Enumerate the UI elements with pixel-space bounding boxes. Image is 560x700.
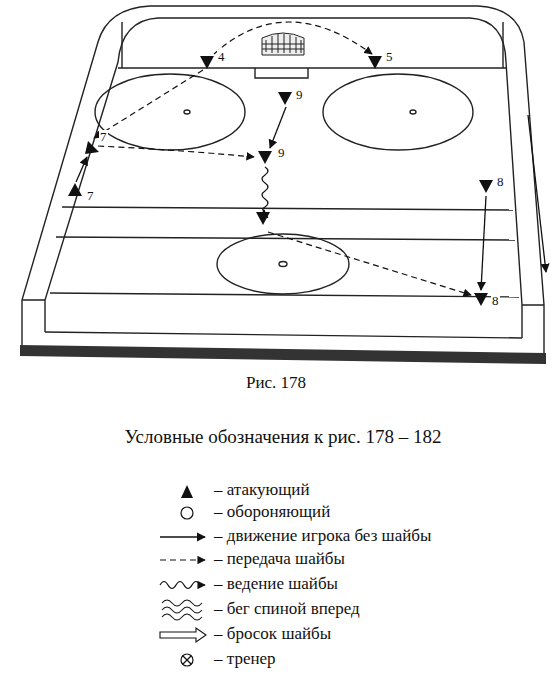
legend-symbols bbox=[160, 485, 206, 666]
legend-text: – атакующий bbox=[214, 481, 310, 500]
player-number: 7 bbox=[99, 130, 108, 144]
legend-heading: Условные обозначения к рис. 178 – 182 bbox=[124, 427, 441, 448]
legend-text: – бросок шайбы bbox=[214, 625, 331, 644]
legend-text: – бег спиной вперед bbox=[214, 600, 360, 619]
legend-text: – передача шайбы bbox=[214, 550, 345, 569]
player-number: 8 bbox=[491, 294, 500, 308]
player-number: 4 bbox=[217, 50, 226, 64]
player-number: 5 bbox=[385, 50, 394, 64]
figure-caption: Рис. 178 bbox=[246, 374, 306, 393]
player-number: 9 bbox=[277, 146, 286, 160]
legend-text: – обороняющий bbox=[214, 503, 330, 522]
legend-text: – ведение шайбы bbox=[214, 575, 338, 594]
player-number: 8 bbox=[496, 175, 505, 189]
player-number: 7 bbox=[86, 189, 95, 203]
player-number: 9 bbox=[295, 88, 304, 102]
legend-text: – тренер bbox=[214, 650, 276, 669]
legend-text: – движение игрока без шайбы bbox=[214, 527, 431, 546]
